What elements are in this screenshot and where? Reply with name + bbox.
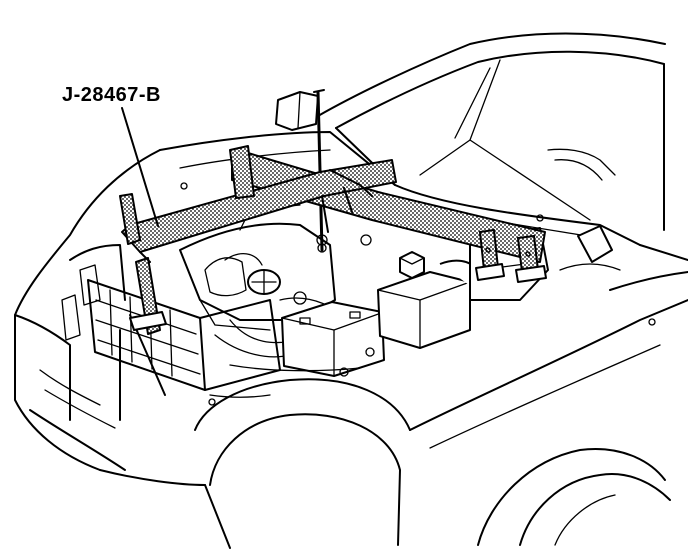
side-mirror: [275, 91, 319, 131]
support-fixture: [119, 89, 547, 335]
windshield: [317, 32, 666, 231]
tool-callout-label: J-28467-B: [62, 84, 162, 106]
coolant-reservoir: [377, 271, 471, 349]
wiring-harness: [208, 347, 375, 406]
radiator-support: [87, 279, 281, 421]
washer-reservoir: [399, 251, 479, 291]
callout-leader: [121, 107, 159, 227]
car-body: [14, 149, 688, 549]
battery: [281, 301, 385, 377]
